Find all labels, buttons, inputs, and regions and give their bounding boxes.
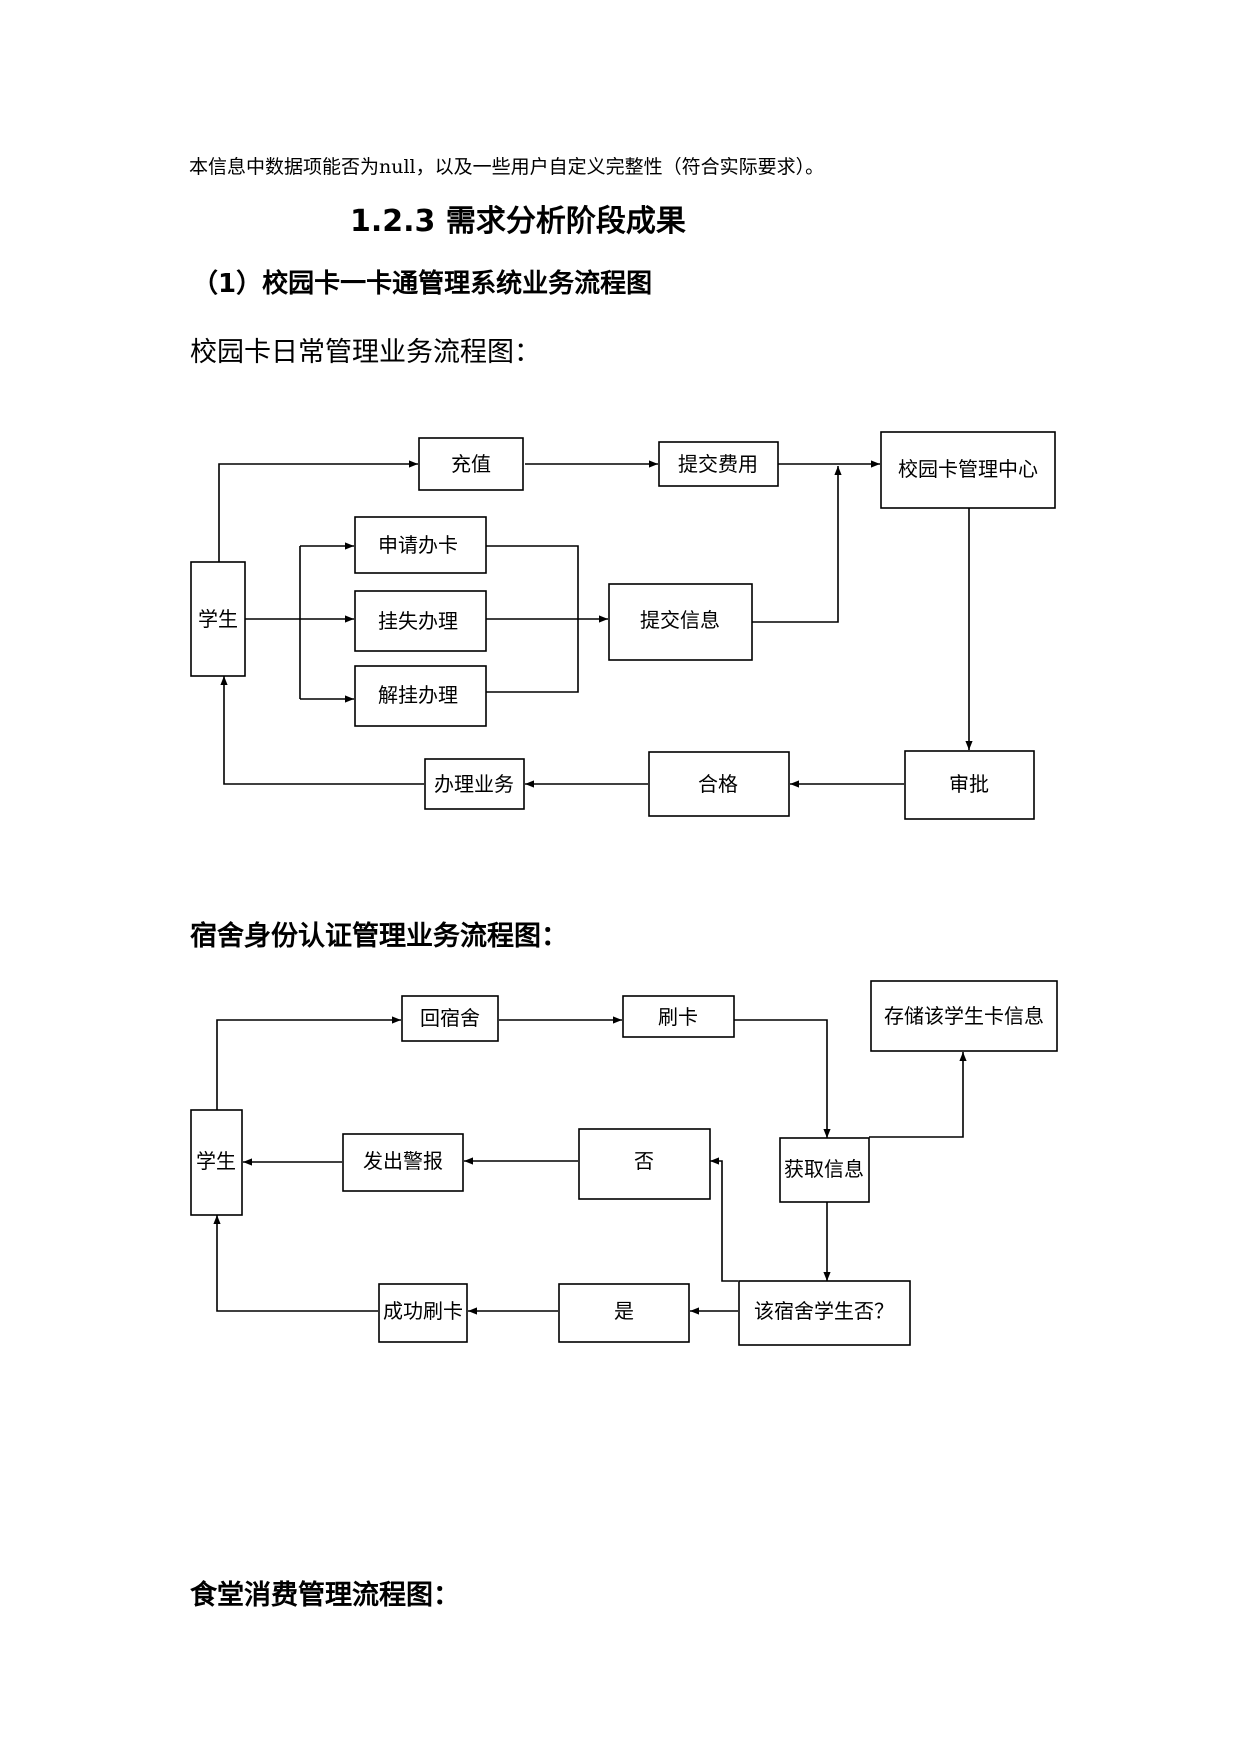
edge-submitinfo-center [752, 466, 842, 623]
node2-yes [558, 1283, 690, 1343]
diagram1-caption: 校园卡日常管理业务流程图： [190, 337, 541, 368]
node-submit-info [608, 583, 753, 661]
node2-swipe-success [378, 1283, 468, 1343]
node-cancel-loss [354, 665, 487, 727]
node-qualified-label: 合格 [698, 772, 738, 796]
node2-return-dorm [401, 995, 499, 1042]
node-report-loss-label: 挂失办理 [378, 609, 458, 633]
node2-store-info [870, 980, 1058, 1052]
diagram1: 学生 充值 提交费用 校园卡管理中心 申请办卡 挂失办理 解挂办理 提交信息 审… [190, 431, 1056, 820]
diagram3-caption: 食堂消费管理流程图： [190, 1580, 460, 1611]
node2-swipe-success-label: 成功刷卡 [383, 1299, 463, 1323]
node-report-loss [354, 590, 487, 652]
node-submit-fee [658, 441, 779, 487]
node-student [190, 561, 246, 677]
node-approve [904, 750, 1035, 820]
edge-student-recharge [218, 460, 418, 562]
node2-student-label: 学生 [196, 1149, 236, 1173]
node2-swipe-card-label: 刷卡 [658, 1005, 698, 1029]
node2-no [578, 1128, 711, 1200]
node2-store-info-label: 存储该学生卡信息 [884, 1004, 1044, 1028]
edge-success-student [213, 1215, 378, 1312]
node2-alarm [342, 1133, 464, 1192]
node2-student [190, 1109, 243, 1216]
edge-swipe-getinfo [734, 1019, 831, 1138]
node-card-center-label: 校园卡管理中心 [898, 457, 1038, 481]
node-recharge [418, 437, 524, 491]
node2-yes-label: 是 [614, 1299, 634, 1323]
node2-is-dorm-student-label: 该宿舍学生否？ [754, 1299, 894, 1323]
node-student-label: 学生 [198, 607, 238, 631]
edge-getinfo-store [869, 1052, 967, 1138]
node-qualified [648, 751, 790, 817]
intro-text: 本信息中数据项能否为null，以及一些用户自定义完整性（符合实际要求）。 [189, 156, 825, 178]
node-apply-card [354, 516, 487, 574]
edge-handle-student [220, 676, 424, 785]
node-card-center [880, 431, 1056, 509]
node2-return-dorm-label: 回宿舍 [420, 1006, 480, 1030]
node-submit-info-label: 提交信息 [640, 608, 720, 632]
edge-check-no [710, 1157, 738, 1282]
diagram2-caption: 宿舍身份认证管理业务流程图： [190, 921, 568, 952]
node-handle-business-label: 办理业务 [434, 772, 514, 796]
node2-is-dorm-student [738, 1280, 911, 1346]
node-apply-card-label: 申请办卡 [378, 533, 458, 557]
edge-student-returndorm [216, 1016, 401, 1110]
node2-no-label: 否 [634, 1149, 654, 1173]
node2-swipe-card [622, 995, 735, 1038]
diagram2: 学生 回宿舍 刷卡 存储该学生卡信息 获取信息 发出警报 否 该宿舍学生否？ 是… [190, 980, 1058, 1346]
node-submit-fee-label: 提交费用 [678, 452, 758, 476]
node2-get-info-label: 获取信息 [784, 1157, 864, 1181]
node2-get-info [779, 1137, 870, 1203]
node2-alarm-label: 发出警报 [363, 1149, 443, 1173]
subsection-heading: （1）校园卡一卡通管理系统业务流程图 [192, 269, 653, 299]
node-cancel-loss-label: 解挂办理 [378, 683, 458, 707]
node-handle-business [424, 758, 525, 810]
node-approve-label: 审批 [949, 772, 989, 796]
section-heading: 1.2.3 需求分析阶段成果 [350, 204, 686, 239]
node-recharge-label: 充值 [451, 452, 491, 476]
